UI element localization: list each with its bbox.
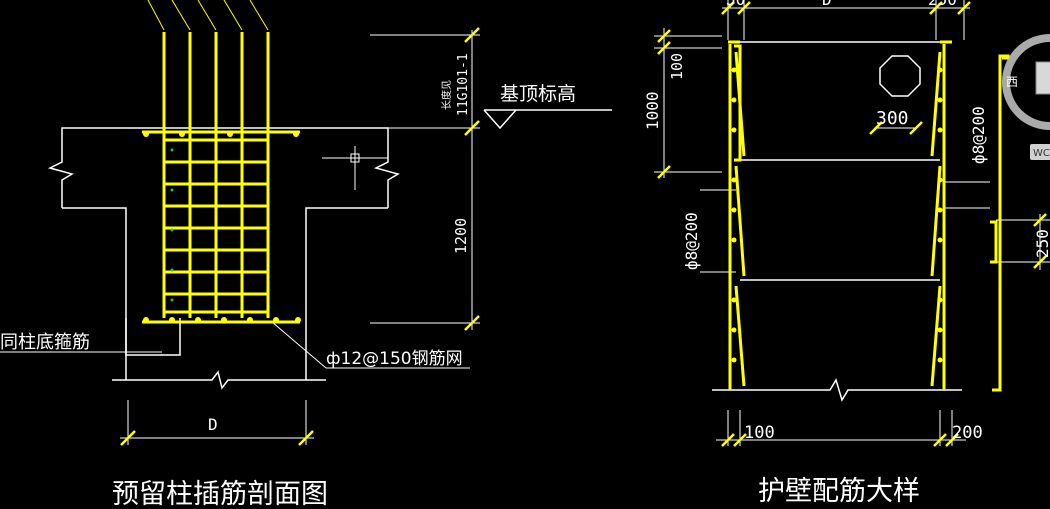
viewcube[interactable]: 西 WC bbox=[1002, 34, 1050, 160]
wall-dots bbox=[731, 67, 943, 363]
far-right-bar bbox=[992, 54, 1010, 392]
mesh-dot-bot-1 bbox=[143, 317, 149, 323]
tick-bot-2 bbox=[733, 433, 747, 447]
mesh-dot-bot-4 bbox=[221, 317, 227, 323]
mesh-dot-bot-5 bbox=[247, 317, 253, 323]
viewcube-west: 西 bbox=[1006, 75, 1018, 89]
right-wall-taper-3 bbox=[930, 285, 942, 387]
left-wall-taper-3 bbox=[734, 285, 746, 387]
tick-top-4 bbox=[957, 1, 971, 15]
dim-200-bottom: 200 bbox=[952, 423, 983, 443]
bracket-250 bbox=[990, 220, 998, 264]
tick-d-left bbox=[120, 430, 136, 446]
tick-d-right bbox=[298, 430, 314, 446]
green-dot-4 bbox=[170, 268, 174, 272]
tick-300-r bbox=[909, 121, 923, 135]
tick-1200-mid bbox=[464, 120, 480, 136]
level-triangle bbox=[483, 109, 517, 130]
left-title: 预留柱插筋剖面图 bbox=[112, 479, 328, 509]
mesh-dot-top-2 bbox=[179, 131, 185, 137]
label-rebar-right: ф8@200 bbox=[969, 106, 988, 164]
tick-bot-4 bbox=[945, 433, 959, 447]
right-detail-drawing: 50 D 250 100 1000 300 ф8@200 ф8@200 250 … bbox=[643, 0, 1050, 507]
mesh-dot-bot-2 bbox=[169, 317, 175, 323]
tick-1200-bot bbox=[464, 315, 480, 331]
rebar-leader-1 bbox=[147, 0, 165, 31]
dim-top-250: 250 bbox=[928, 0, 957, 9]
tick-top-1 bbox=[721, 1, 735, 15]
tick-250-b bbox=[1033, 255, 1047, 269]
right-title: 护壁配筋大样 bbox=[758, 476, 920, 507]
tick-bot-1 bbox=[721, 433, 735, 447]
dim-top-d: D bbox=[822, 0, 832, 9]
right-wall-taper-1 bbox=[930, 51, 942, 157]
tick-300-l bbox=[869, 121, 883, 135]
dim-1000: 1000 bbox=[643, 91, 662, 130]
tick-250-t bbox=[1033, 213, 1047, 227]
dim-100-bottom: 100 bbox=[744, 423, 775, 443]
label-standard: 11G101-1 bbox=[456, 53, 471, 116]
mesh-dot-bot-7 bbox=[295, 317, 301, 323]
rebar-leader-4 bbox=[223, 0, 243, 31]
label-mesh: ф12@150钢筋网 bbox=[326, 349, 463, 369]
left-step-line bbox=[62, 207, 127, 380]
tick-top-3 bbox=[929, 1, 943, 15]
left-break-symbol bbox=[47, 130, 74, 208]
slab-top-line bbox=[61, 127, 389, 130]
tick-top-2 bbox=[737, 1, 751, 15]
bottom-line bbox=[112, 370, 326, 390]
rebar-leader-5 bbox=[249, 0, 269, 31]
inner-pit-line bbox=[125, 318, 181, 356]
label-anchor: 长度见 bbox=[440, 80, 453, 110]
label-foundation-top: 基顶标高 bbox=[500, 83, 576, 105]
dim-250: 250 bbox=[1033, 229, 1050, 258]
dim-300: 300 bbox=[876, 108, 909, 129]
tick-bot-3 bbox=[933, 433, 947, 447]
left-section-drawing: 同柱底箍筋 ф12@150钢筋网 基顶标高 长度见 11G101-1 1200 … bbox=[0, 0, 612, 509]
tick-left-1 bbox=[657, 29, 671, 43]
mesh-dot-top-1 bbox=[143, 131, 149, 137]
left-wall-taper-2 bbox=[734, 165, 746, 277]
dim-100-top: 100 bbox=[668, 53, 686, 80]
mesh-dot-bot-6 bbox=[273, 317, 279, 323]
right-wall-taper-2 bbox=[930, 165, 942, 277]
mesh-dot-top-3 bbox=[227, 131, 233, 137]
tick-1200-top bbox=[464, 27, 480, 43]
viewcube-face[interactable] bbox=[1035, 61, 1050, 95]
dim-height-1200: 1200 bbox=[452, 218, 470, 254]
octagon-hole bbox=[879, 55, 921, 97]
cursor-box bbox=[350, 153, 360, 163]
dim-top-50: 50 bbox=[726, 0, 745, 9]
wcs-label: WC bbox=[1033, 148, 1050, 159]
label-same-stirrup: 同柱底箍筋 bbox=[0, 332, 90, 353]
dim-width-d: D bbox=[208, 415, 218, 434]
green-dot-2 bbox=[170, 188, 174, 192]
right-bottom-line bbox=[712, 378, 962, 402]
green-dot-5 bbox=[170, 298, 174, 302]
wcs-button[interactable] bbox=[1030, 144, 1050, 160]
mesh-dot-bot-3 bbox=[195, 317, 201, 323]
rebar-leader-2 bbox=[171, 0, 191, 31]
right-break-symbol bbox=[373, 130, 400, 208]
rebar-leader-3 bbox=[197, 0, 217, 31]
green-dot-3 bbox=[170, 228, 174, 232]
tick-left-3 bbox=[657, 165, 671, 179]
right-step-line bbox=[305, 207, 388, 380]
left-wall-taper-1 bbox=[734, 51, 746, 157]
green-dot-1 bbox=[170, 148, 174, 152]
label-rebar-left: ф8@200 bbox=[682, 212, 701, 270]
viewcube-ring[interactable] bbox=[1002, 34, 1050, 130]
mesh-dot-top-4 bbox=[293, 131, 299, 137]
tick-left-2 bbox=[657, 41, 671, 55]
leader-mesh bbox=[271, 321, 327, 369]
